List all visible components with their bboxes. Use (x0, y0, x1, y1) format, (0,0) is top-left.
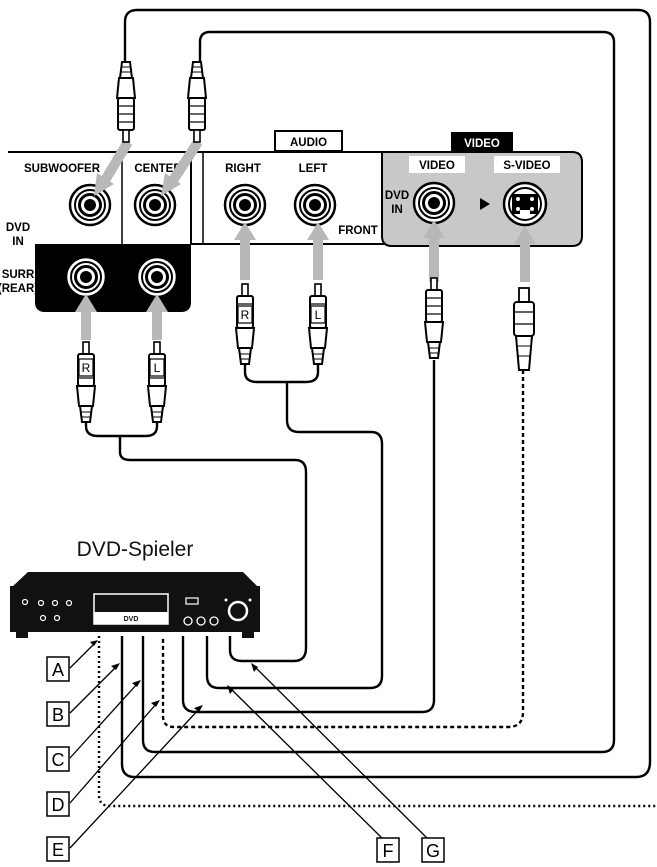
video-jack (412, 181, 456, 225)
cable-dotted-a (97, 636, 657, 808)
subwoofer-jack (68, 183, 112, 227)
callout-e: E (52, 840, 64, 860)
dvd-in-label-line1: DVD (6, 222, 30, 234)
dvd-display-label: DVD (124, 616, 139, 623)
receiver-back-panel: AUDIO VIDEO SUBWOOFER CENTER RIGHT LEFT … (0, 130, 583, 312)
dvd-in-label-line2: IN (12, 236, 24, 248)
front-right-jack (223, 183, 267, 227)
svideo-jack-label: S-VIDEO (503, 160, 550, 172)
surr-label-line2: (REAR) (0, 283, 38, 295)
cable-subwoofer (120, 8, 652, 779)
video-dvd-in-line2: IN (391, 204, 403, 216)
video-plug (424, 277, 444, 359)
play-triangle-icon (480, 198, 490, 210)
svideo-jack (502, 181, 548, 227)
surr-label-line1: SURR (2, 269, 35, 281)
dvd-player-title: DVD-Spieler (77, 538, 194, 561)
svideo-plug (513, 287, 535, 371)
surr-left-plug (147, 341, 167, 423)
connection-arrows (75, 139, 536, 340)
callout-g: G (426, 841, 440, 861)
front-right-plug (235, 283, 255, 365)
audio-header: AUDIO (290, 137, 327, 149)
callouts: A B C D E F G (46, 640, 445, 863)
callout-d: D (52, 795, 65, 815)
surr-left-jack (135, 255, 179, 299)
video-header: VIDEO (464, 138, 500, 150)
cable-svideo (161, 370, 525, 729)
front-left-jack (293, 183, 337, 227)
callout-f: F (383, 841, 394, 861)
subwoofer-label: SUBWOOFER (24, 163, 101, 175)
left-label: LEFT (299, 163, 328, 175)
center-label: CENTER (134, 163, 182, 175)
surr-left-marker: L (154, 361, 161, 375)
callout-c: C (52, 750, 65, 770)
plugs: R L R L (76, 61, 535, 423)
surr-right-jack (64, 255, 108, 299)
cable-surround (84, 402, 308, 663)
front-left-plug (308, 283, 328, 365)
callout-b: B (52, 705, 64, 725)
cables (84, 8, 657, 808)
right-label: RIGHT (225, 163, 261, 175)
center-plug (187, 61, 207, 143)
video-jack-label: VIDEO (419, 160, 455, 172)
cable-center (141, 30, 616, 754)
surr-right-marker: R (82, 361, 91, 375)
cable-video (181, 360, 436, 714)
front-right-marker: R (241, 308, 250, 322)
video-dvd-in-line1: DVD (385, 190, 409, 202)
subwoofer-plug (116, 61, 136, 143)
cable-front-audio (205, 343, 384, 690)
surr-right-plug (76, 341, 96, 423)
callout-a: A (52, 660, 64, 680)
front-left-marker: L (315, 308, 322, 322)
front-label: FRONT (338, 225, 378, 237)
dvd-player: DVD-Spieler DVD (10, 538, 260, 638)
